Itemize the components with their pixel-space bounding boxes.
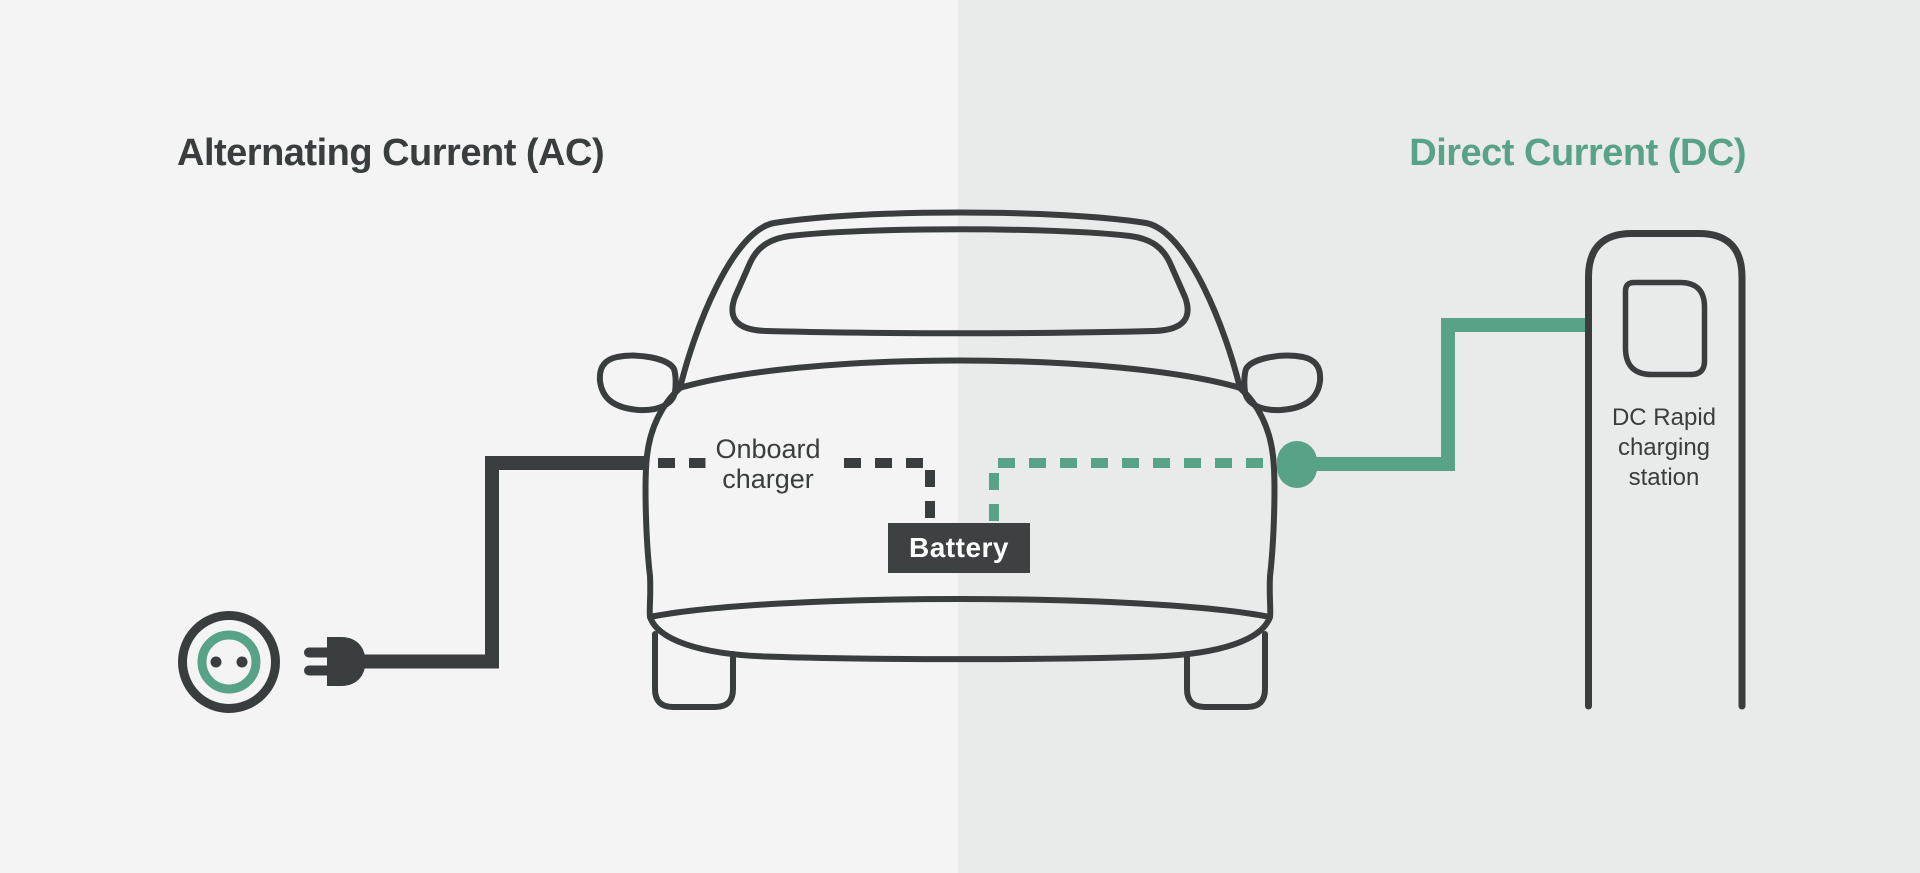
mirror-left bbox=[596, 352, 679, 414]
dc-cable bbox=[1298, 318, 1590, 471]
socket-pin-right bbox=[236, 656, 248, 668]
socket-inner-ring bbox=[197, 630, 261, 694]
wheel-right bbox=[1184, 631, 1268, 710]
car-left-side bbox=[642, 385, 683, 620]
wall-socket-icon bbox=[178, 611, 280, 713]
windshield bbox=[729, 226, 1191, 337]
plug-prong-top bbox=[304, 647, 333, 658]
hood-line bbox=[673, 357, 1247, 392]
mirror-right bbox=[1241, 352, 1324, 414]
car-roof-outline bbox=[677, 209, 1243, 391]
bumper bbox=[647, 596, 1273, 663]
station-body bbox=[1585, 230, 1746, 710]
wheel-left bbox=[652, 631, 736, 710]
socket-pin-left bbox=[210, 656, 222, 668]
dc-title: Direct Current (DC) bbox=[1409, 132, 1746, 174]
plug-icon bbox=[304, 637, 366, 686]
car-front-icon bbox=[596, 209, 1324, 710]
car-right-side bbox=[1237, 385, 1278, 620]
socket-outer-ring bbox=[178, 611, 280, 713]
dc-dashed-line bbox=[989, 458, 1283, 521]
ac-cable bbox=[362, 456, 648, 669]
ac-title: Alternating Current (AC) bbox=[177, 132, 605, 174]
station-label: DC Rapid charging station bbox=[1611, 404, 1717, 491]
ac-dashed-line bbox=[658, 458, 935, 521]
plug-prong-bottom bbox=[304, 665, 333, 676]
station-screen bbox=[1622, 279, 1708, 378]
charge-port-icon bbox=[1277, 441, 1317, 488]
plug-body bbox=[327, 637, 366, 686]
battery-label: Battery bbox=[888, 523, 1030, 573]
onboard-charger-label: Onboard charger bbox=[705, 433, 831, 495]
charging-station-icon bbox=[1585, 230, 1746, 710]
